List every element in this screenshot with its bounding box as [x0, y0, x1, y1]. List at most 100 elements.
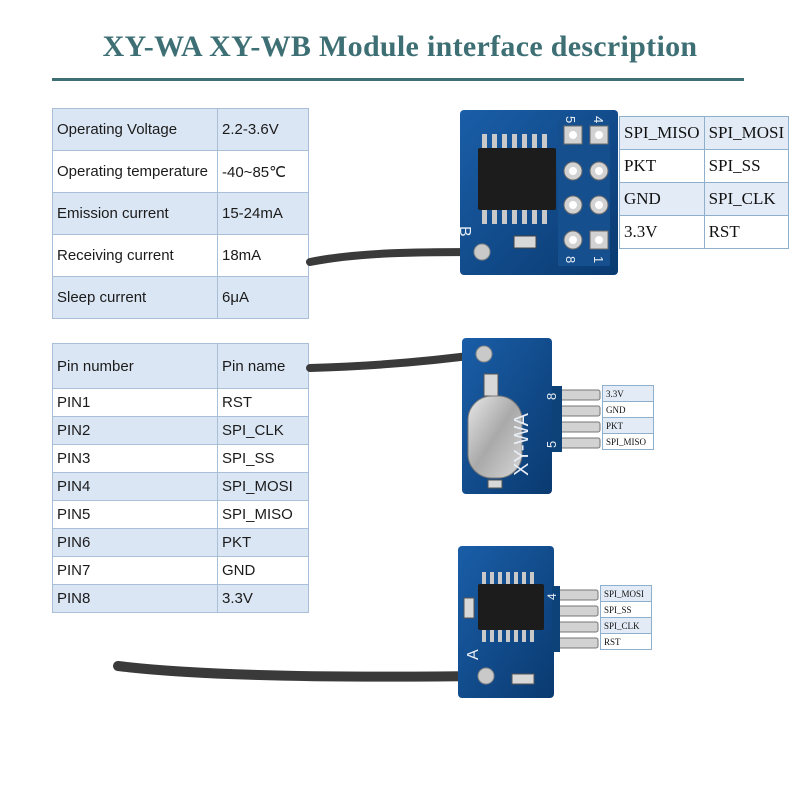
pin-name: SPI_MOSI — [217, 472, 309, 501]
table-row: PIN7 GND — [52, 556, 309, 585]
pin-label: RST — [600, 633, 652, 650]
silk-pin-number: 1 — [591, 256, 606, 263]
table-row: PIN1 RST — [52, 388, 309, 417]
ic-chip — [478, 572, 544, 642]
column-header: Pin number — [52, 343, 218, 389]
spec-value: 15-24mA — [217, 192, 309, 235]
table-row: 3.3V — [602, 385, 654, 402]
table-row: PIN5 SPI_MISO — [52, 500, 309, 529]
pin-name: PKT — [217, 528, 309, 557]
pin-label: GND — [619, 182, 705, 216]
column-header: Pin name — [217, 343, 309, 389]
module-wb: B 5 4 8 1 — [306, 110, 618, 275]
antenna-pad — [473, 243, 491, 261]
antenna-wire — [113, 661, 491, 682]
pin-table: Pin number Pin name PIN1 RST PIN2 SPI_CL… — [52, 343, 309, 613]
module-a: A 4 — [113, 546, 599, 698]
parameters-table: Operating Voltage 2.2-3.6V Operating tem… — [52, 108, 309, 319]
table-row: SPI_CLK — [600, 617, 652, 634]
smd-component — [487, 479, 503, 489]
pin-number: PIN3 — [52, 444, 218, 473]
pin-number: PIN5 — [52, 500, 218, 529]
pin-name: SPI_SS — [217, 444, 309, 473]
table-row: PKT — [602, 417, 654, 434]
silk-letter: B — [456, 226, 473, 237]
spec-name: Emission current — [52, 192, 218, 235]
crystal-oscillator — [467, 395, 523, 479]
table-row: PKT SPI_SS — [619, 149, 790, 183]
spec-name: Operating Voltage — [52, 108, 218, 151]
antenna-wire — [306, 248, 486, 266]
pin-label: SPI_CLK — [600, 617, 652, 634]
spec-name: Sleep current — [52, 276, 218, 319]
module-wa: XY-WA 8 5 — [306, 338, 601, 494]
table-row: 3.3V RST — [619, 215, 790, 249]
antenna-pad — [475, 345, 493, 363]
pin-number: PIN7 — [52, 556, 218, 585]
pin-name: 3.3V — [217, 584, 309, 613]
silk-letter: A — [465, 649, 482, 660]
page-title: XY-WA XY-WB Module interface description — [102, 30, 698, 63]
spec-name: Operating temperature — [52, 150, 218, 193]
pin-header — [558, 120, 610, 266]
smd-component — [463, 597, 475, 619]
table-row: GND SPI_CLK — [619, 182, 790, 216]
table-row: Receiving current 18mA — [52, 234, 309, 277]
table-row: GND — [602, 401, 654, 418]
ic-chip — [478, 134, 556, 224]
edge-pads — [559, 389, 601, 449]
wa-pin-labels: 3.3V GND PKT SPI_MISO — [602, 385, 654, 450]
pin-label: PKT — [619, 149, 705, 183]
pin-label: SPI_MISO — [602, 433, 654, 450]
table-header-row: Pin number Pin name — [52, 343, 309, 389]
pin-label: SPI_MOSI — [600, 585, 652, 602]
antenna-pad — [477, 667, 495, 685]
a-pin-labels: SPI_MOSI SPI_SS SPI_CLK RST — [600, 585, 652, 650]
silk-model: XY-WA — [511, 412, 533, 476]
wb-pin-labels: SPI_MISO SPI_MOSI PKT SPI_SS GND SPI_CLK… — [619, 116, 790, 249]
edge-pads — [557, 589, 599, 649]
spec-value: -40~85℃ — [217, 150, 309, 193]
table-row: Operating Voltage 2.2-3.6V — [52, 108, 309, 151]
pin-label: GND — [602, 401, 654, 418]
pin-label: SPI_CLK — [703, 182, 790, 216]
pin-label: SPI_SS — [600, 601, 652, 618]
silk-pin-number: 4 — [591, 116, 606, 123]
spec-value: 2.2-3.6V — [217, 108, 309, 151]
silk-pin-number: 4 — [545, 593, 559, 600]
table-row: RST — [600, 633, 652, 650]
table-row: Operating temperature -40~85℃ — [52, 150, 309, 193]
pin-name: GND — [217, 556, 309, 585]
pin-name: SPI_MISO — [217, 500, 309, 529]
pin-name: RST — [217, 388, 309, 417]
smd-component — [511, 673, 535, 685]
table-row: Emission current 15-24mA — [52, 192, 309, 235]
smd-component — [513, 235, 537, 249]
table-row: Sleep current 6μA — [52, 276, 309, 319]
table-row: SPI_MOSI — [600, 585, 652, 602]
spec-value: 6μA — [217, 276, 309, 319]
pin-label: RST — [703, 215, 790, 249]
silk-pin-number: 8 — [563, 256, 578, 263]
table-row: PIN3 SPI_SS — [52, 444, 309, 473]
table-row: PIN8 3.3V — [52, 584, 309, 613]
spec-name: Receiving current — [52, 234, 218, 277]
table-row: SPI_MISO — [602, 433, 654, 450]
pin-label: SPI_MOSI — [703, 116, 790, 150]
pin-number: PIN1 — [52, 388, 218, 417]
pin-label: PKT — [602, 417, 654, 434]
pin-number: PIN8 — [52, 584, 218, 613]
pin-number: PIN2 — [52, 416, 218, 445]
silk-pin-number: 8 — [544, 393, 559, 400]
pin-label: 3.3V — [602, 385, 654, 402]
table-row: SPI_MISO SPI_MOSI — [619, 116, 790, 150]
title-underline — [52, 78, 744, 81]
antenna-wire — [306, 350, 488, 372]
table-row: SPI_SS — [600, 601, 652, 618]
pin-label: SPI_SS — [703, 149, 790, 183]
silk-pin-number: 5 — [563, 116, 578, 123]
pin-label: 3.3V — [619, 215, 705, 249]
smd-component — [483, 373, 499, 397]
silk-pin-number: 5 — [544, 441, 559, 448]
